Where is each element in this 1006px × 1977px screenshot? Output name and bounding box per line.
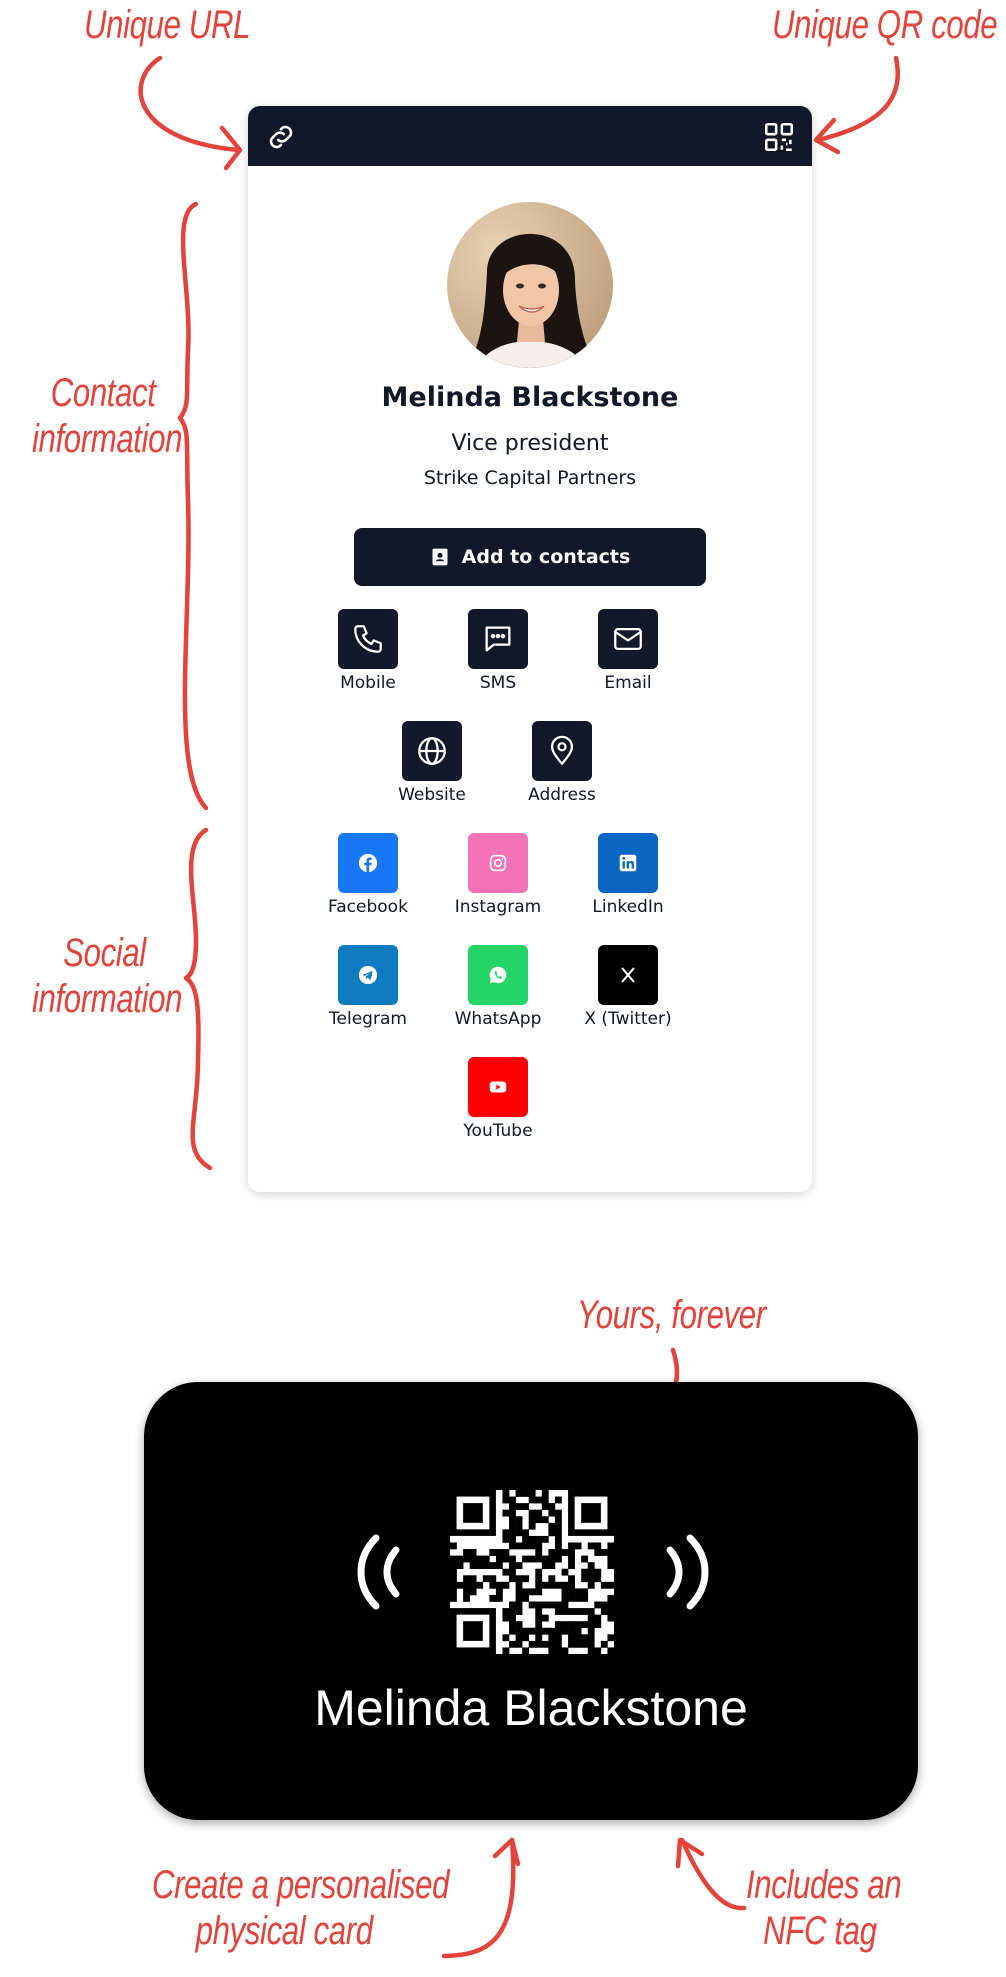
annotation-social-line2: information — [32, 977, 183, 1021]
physical-nfc-card: Melinda Blackstone — [144, 1382, 918, 1820]
action-address[interactable]: Address — [502, 721, 622, 805]
action-email[interactable]: Email — [568, 609, 688, 693]
social-label: LinkedIn — [592, 897, 664, 917]
action-website[interactable]: Website — [372, 721, 492, 805]
arrowhead-nfc-tag — [675, 1837, 705, 1869]
brace-social — [183, 827, 213, 1171]
annotation-contact-line1: Contact — [50, 371, 156, 415]
brace-contact — [177, 201, 209, 811]
nfc-signal-right-icon — [666, 1534, 709, 1610]
action-label: Website — [398, 785, 466, 805]
address-tile[interactable] — [532, 721, 592, 781]
phone-icon — [354, 625, 382, 653]
social-telegram[interactable]: Telegram — [308, 945, 428, 1029]
nfc-signal-left-icon — [357, 1534, 400, 1610]
arrowhead-unique-qr — [813, 117, 841, 155]
social-label: YouTube — [463, 1121, 533, 1141]
avatar — [447, 202, 613, 368]
linkedin-tile[interactable] — [598, 833, 658, 893]
contact-company: Strike Capital Partners — [423, 467, 637, 489]
social-instagram[interactable]: Instagram — [438, 833, 558, 917]
social-youtube[interactable]: YouTube — [438, 1057, 558, 1141]
mobile-tile[interactable] — [338, 609, 398, 669]
annotation-create-line2: physical card — [195, 1909, 373, 1953]
whatsapp-icon — [489, 966, 507, 984]
instagram-tile[interactable] — [468, 833, 528, 893]
annotation-contact-line2: information — [32, 417, 183, 461]
link-icon[interactable] — [264, 120, 298, 154]
action-mobile[interactable]: Mobile — [308, 609, 428, 693]
action-label: Mobile — [340, 673, 396, 693]
annotation-contact-information: Contact information — [32, 370, 182, 462]
action-label: Address — [528, 785, 596, 805]
whatsapp-tile[interactable] — [468, 945, 528, 1005]
contact-role: Vice president — [451, 431, 609, 456]
mail-icon — [614, 627, 642, 651]
add-to-contacts-button[interactable]: Add to contacts — [354, 528, 706, 586]
globe-icon — [418, 737, 446, 765]
digital-business-card: Melinda Blackstone Vice president Strike… — [248, 106, 812, 1192]
action-sms[interactable]: SMS — [438, 609, 558, 693]
arrowhead-unique-url — [219, 125, 243, 171]
youtube-tile[interactable] — [468, 1057, 528, 1117]
physical-card-name: Melinda Blackstone — [314, 1680, 748, 1736]
social-label: Facebook — [328, 897, 408, 917]
message-icon — [485, 626, 511, 652]
youtube-icon — [489, 1081, 507, 1093]
annotation-unique-qr-code: Unique QR code — [772, 3, 998, 47]
arrow-unique-url — [138, 55, 241, 153]
x-icon — [621, 967, 635, 983]
annotation-nfc-line1: Includes an — [746, 1863, 902, 1907]
x-tile[interactable] — [598, 945, 658, 1005]
social-whatsapp[interactable]: WhatsApp — [438, 945, 558, 1029]
annotation-social-information: Social information — [32, 930, 182, 1022]
action-label: Email — [604, 673, 652, 693]
social-label: X (Twitter) — [584, 1009, 672, 1029]
social-label: Telegram — [329, 1009, 407, 1029]
annotation-nfc-tag: Includes an NFC tag — [746, 1862, 902, 1954]
annotation-yours-forever: Yours, forever — [577, 1293, 766, 1337]
annotation-create-line1: Create a personalised — [152, 1863, 450, 1907]
email-tile[interactable] — [598, 609, 658, 669]
social-label: Instagram — [454, 897, 542, 917]
annotation-nfc-line2: NFC tag — [763, 1909, 877, 1953]
facebook-tile[interactable] — [338, 833, 398, 893]
arrowhead-create-card — [492, 1837, 521, 1867]
social-facebook[interactable]: Facebook — [308, 833, 428, 917]
arrow-unique-qr — [815, 55, 900, 143]
annotation-create-card: Create a personalised physical card — [152, 1862, 449, 1954]
action-label: SMS — [479, 673, 517, 693]
instagram-icon — [489, 854, 507, 872]
map-pin-icon — [550, 735, 574, 765]
telegram-tile[interactable] — [338, 945, 398, 1005]
annotation-unique-url: Unique URL — [84, 3, 251, 47]
card-top-bar — [248, 106, 812, 166]
add-to-contacts-label: Add to contacts — [461, 546, 631, 568]
social-label: WhatsApp — [454, 1009, 542, 1029]
qr-code-icon[interactable] — [762, 120, 796, 154]
arrow-create-card — [441, 1837, 516, 1959]
facebook-icon — [358, 853, 378, 873]
profile-photo — [447, 202, 613, 368]
sms-tile[interactable] — [468, 609, 528, 669]
annotation-social-line1: Social — [63, 931, 146, 975]
linkedin-icon — [619, 854, 637, 872]
website-tile[interactable] — [402, 721, 462, 781]
social-x-twitter[interactable]: X (Twitter) — [568, 945, 688, 1029]
contact-card-icon — [432, 548, 448, 566]
arrow-nfc-tag — [679, 1837, 747, 1911]
social-linkedin[interactable]: LinkedIn — [568, 833, 688, 917]
telegram-icon — [358, 965, 378, 985]
contact-name: Melinda Blackstone — [381, 382, 679, 413]
qr-code — [450, 1490, 614, 1654]
